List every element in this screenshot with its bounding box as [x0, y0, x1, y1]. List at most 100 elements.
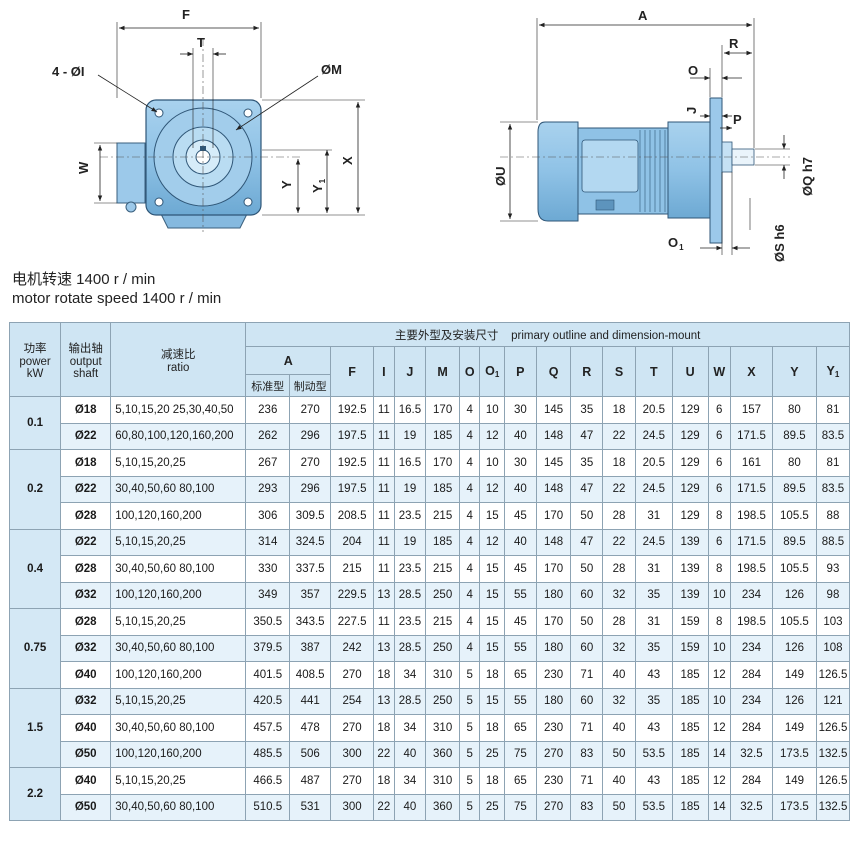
dimension-cell: 170 — [425, 396, 460, 424]
dimension-cell: 12 — [707, 714, 731, 742]
dimension-cell: 22 — [373, 740, 395, 768]
dimension-cell: 159 — [671, 634, 709, 662]
dimension-cell: 18 — [479, 714, 505, 742]
dimension-cell: 379.5 — [245, 634, 291, 662]
dimension-cell: 126 — [771, 581, 817, 609]
dimension-cell: 149 — [771, 767, 817, 795]
dimension-cell: 71 — [570, 767, 604, 795]
header-col-y: Y — [771, 346, 817, 397]
dimension-cell: 170 — [535, 502, 572, 530]
dimension-cell: 198.5 — [730, 502, 773, 530]
dimension-cell: 197.5 — [330, 422, 375, 450]
dimension-cell: 185 — [671, 714, 709, 742]
power-cell: 0.1 — [8, 396, 62, 450]
ratio-cell: 30,40,50,60 80,100 — [110, 634, 247, 662]
header-col-y1: Y1 — [815, 346, 851, 397]
dimension-cell: 24.5 — [634, 422, 673, 450]
header-col-p: P — [504, 346, 537, 397]
dimension-cell: 23.5 — [393, 608, 427, 636]
dimension-cell: 45 — [504, 502, 537, 530]
table-header: 功率 power kW 输出轴 output shaft 减速比 ratio 主… — [8, 322, 851, 397]
dimension-cell: 314 — [245, 528, 291, 556]
dimension-cell: 242 — [330, 634, 375, 662]
dimension-cell: 236 — [245, 396, 291, 424]
dimension-cell: 11 — [373, 449, 395, 477]
dimension-cell: 40 — [393, 793, 427, 821]
dimension-cell: 53.5 — [634, 740, 673, 768]
dimension-cell: 12 — [479, 528, 505, 556]
dimension-cell: 5 — [458, 661, 481, 689]
ratio-cell: 30,40,50,60 80,100 — [110, 555, 247, 583]
label-y1: Y1 — [310, 178, 327, 193]
dimension-cell: 148 — [535, 528, 572, 556]
dimension-cell: 300 — [330, 793, 375, 821]
dimension-cell: 250 — [425, 687, 460, 715]
label-j: J — [684, 107, 699, 114]
dimension-cell: 80 — [771, 396, 817, 424]
label-a: A — [638, 8, 648, 23]
dimension-cell: 4 — [458, 634, 481, 662]
dimension-cell: 13 — [373, 687, 395, 715]
dimension-cell: 80 — [771, 449, 817, 477]
dimension-cell: 185 — [425, 422, 460, 450]
dimension-cell: 15 — [479, 581, 505, 609]
dimension-cell: 121 — [815, 687, 851, 715]
dimension-cell: 83.5 — [815, 475, 851, 503]
dimension-cell: 13 — [373, 634, 395, 662]
dimension-cell: 401.5 — [245, 661, 291, 689]
shaft-cell: Ø40 — [60, 767, 112, 795]
header-col-x: X — [730, 346, 773, 397]
dimension-cell: 28.5 — [393, 687, 427, 715]
side-view: A R O J P ØU ØQ h7 O1 ØS h6 — [493, 8, 815, 262]
dimension-cell: 25 — [479, 793, 505, 821]
dimension-cell: 6 — [707, 396, 731, 424]
dimension-cell: 28 — [602, 555, 636, 583]
dimension-cell: 466.5 — [245, 767, 291, 795]
dimension-cell: 234 — [730, 581, 773, 609]
shaft-cell: Ø40 — [60, 661, 112, 689]
dimension-cell: 35 — [634, 687, 673, 715]
dimension-cell: 75 — [504, 740, 537, 768]
ratio-cell: 5,10,15,20,25 — [110, 767, 247, 795]
dimension-cell: 32.5 — [730, 793, 773, 821]
label-o1: O1 — [668, 235, 684, 252]
dimension-cell: 6 — [707, 528, 731, 556]
dimension-cell: 441 — [289, 687, 332, 715]
dimension-cell: 215 — [425, 502, 460, 530]
dimension-cell: 55 — [504, 634, 537, 662]
dimension-cell: 15 — [479, 608, 505, 636]
dimension-cell: 23.5 — [393, 502, 427, 530]
dimension-cell: 250 — [425, 581, 460, 609]
dimension-cell: 34 — [393, 767, 427, 795]
dimension-cell: 408.5 — [289, 661, 332, 689]
dimension-cell: 145 — [535, 396, 572, 424]
dimension-cell: 343.5 — [289, 608, 332, 636]
shaft-cell: Ø28 — [60, 608, 112, 636]
dimension-cell: 35 — [634, 581, 673, 609]
dimension-cell: 83 — [570, 740, 604, 768]
header-col-u: U — [671, 346, 709, 397]
dimension-cell: 229.5 — [330, 581, 375, 609]
dimension-cell: 10 — [479, 396, 505, 424]
dimension-cell: 306 — [245, 502, 291, 530]
ratio-cell: 100,120,160,200 — [110, 581, 247, 609]
dimension-cell: 35 — [570, 396, 604, 424]
dimension-cell: 105.5 — [771, 608, 817, 636]
dimension-cell: 180 — [535, 581, 572, 609]
dimension-cell: 19 — [393, 422, 427, 450]
shaft-cell: Ø22 — [60, 422, 112, 450]
dimension-cell: 18 — [373, 767, 395, 795]
shaft-cell: Ø18 — [60, 449, 112, 477]
dimension-cell: 93 — [815, 555, 851, 583]
dimension-cell: 309.5 — [289, 502, 332, 530]
dimension-cell: 71 — [570, 661, 604, 689]
dimension-cell: 32 — [602, 687, 636, 715]
dimension-cell: 145 — [535, 449, 572, 477]
dimension-cell: 357 — [289, 581, 332, 609]
dimension-cell: 148 — [535, 475, 572, 503]
header-power: 功率 power kW — [8, 322, 62, 397]
